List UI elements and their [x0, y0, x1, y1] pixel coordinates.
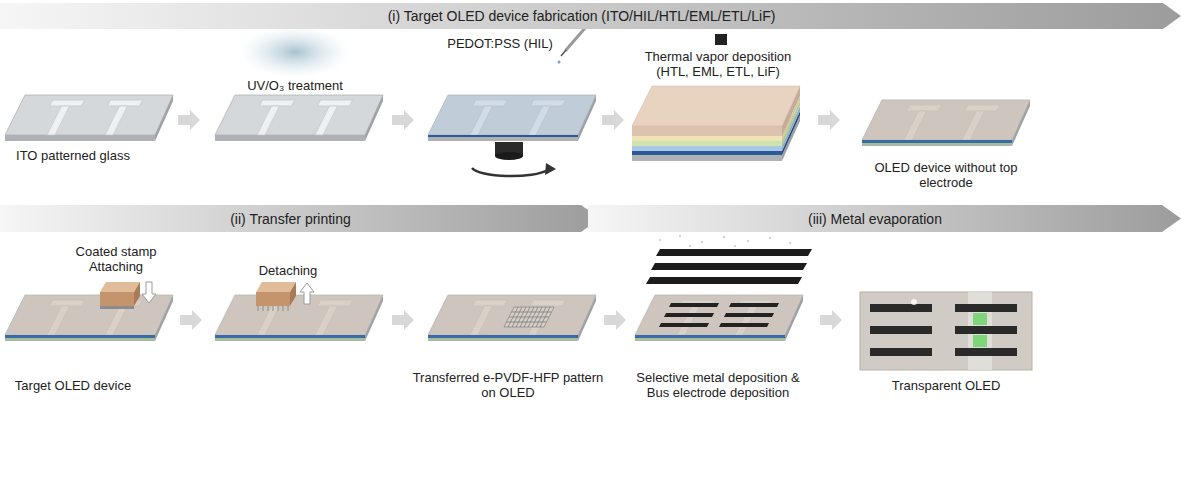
- oled-device: [862, 100, 1030, 146]
- step-label: UV/O₃ treatment: [225, 78, 365, 93]
- step-label: Transferred e-PVDF-HFP pattern on OLED: [406, 370, 611, 400]
- metal-vapor: [659, 235, 791, 247]
- transparent-oled: [860, 292, 1032, 370]
- step-label: Transparent OLED: [876, 378, 1016, 393]
- pedot-edge: [428, 135, 578, 137]
- attach-arrow: [142, 282, 156, 303]
- step-arrow: [180, 310, 202, 330]
- process-band: (ii) Transfer printing: [0, 205, 600, 232]
- step-arrow: [820, 310, 842, 330]
- band-title: (i) Target OLED device fabrication (ITO/…: [388, 8, 776, 24]
- oled-layers: [215, 295, 383, 340]
- oled-layers: [428, 295, 596, 340]
- oled-device: [635, 295, 803, 341]
- step-arrow: [178, 110, 200, 130]
- step-label: ITO patterned glass: [3, 148, 143, 163]
- oled-layers: [862, 100, 1030, 145]
- coated-stamp: [256, 282, 296, 311]
- oled-device: [428, 295, 596, 341]
- step-label: PEDOT:PSS (HIL): [435, 36, 565, 51]
- band-arrow-shape: [0, 205, 600, 232]
- ito-glass: [5, 95, 173, 141]
- detach-arrow: [300, 283, 314, 304]
- deposited-electrodes: [659, 303, 779, 327]
- step-label: OLED device without top electrode: [871, 160, 1021, 190]
- process-band: (iii) Metal evaporation: [588, 205, 1181, 232]
- step-arrow: [602, 110, 624, 130]
- band-arrow-shape: [0, 3, 1181, 29]
- oled-device: [215, 295, 383, 341]
- band-arrow-shape: [588, 205, 1181, 232]
- step-label: Detaching: [248, 263, 328, 278]
- ito-glass: [215, 95, 383, 141]
- step-label: Coated stamp Attaching: [66, 244, 166, 274]
- spin-coater: [472, 142, 556, 176]
- uv-ozone-cloud: [240, 26, 350, 78]
- shadow-mask: [646, 249, 812, 284]
- step-arrow: [392, 110, 414, 130]
- step-arrow: [818, 110, 840, 130]
- oled-layers: [635, 295, 803, 340]
- coated-stamp: [100, 282, 140, 309]
- step-label: Selective metal deposition & Bus electro…: [626, 370, 811, 400]
- step-label: Target OLED device: [3, 378, 143, 393]
- band-title: (ii) Transfer printing: [230, 211, 351, 227]
- step-arrow: [392, 310, 414, 330]
- band-title: (iii) Metal evaporation: [808, 211, 942, 227]
- transferred-pattern: [504, 307, 554, 327]
- pedot-coat: [428, 95, 596, 135]
- evaporation-source: [715, 34, 727, 45]
- step-arrow: [604, 310, 626, 330]
- ito-glass: [428, 95, 596, 141]
- step-label: Thermal vapor deposition (HTL, EML, ETL,…: [631, 49, 806, 79]
- process-band: (i) Target OLED device fabrication (ITO/…: [0, 3, 1181, 29]
